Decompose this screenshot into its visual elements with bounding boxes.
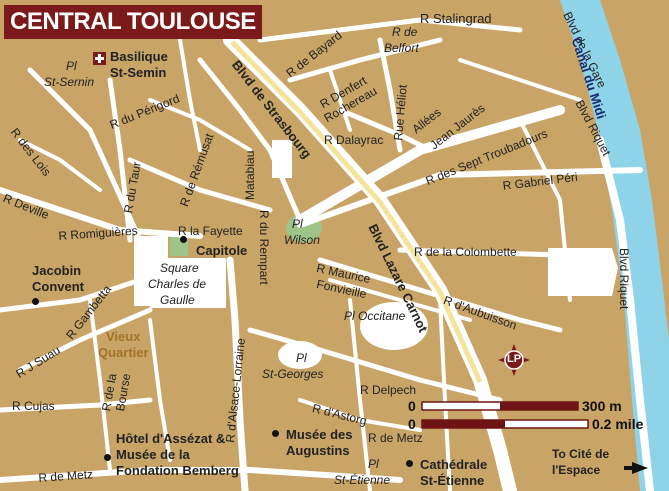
square-label-st-sernin-1: Pl — [66, 59, 77, 73]
street-label-de-metz-left: R de Metz — [37, 467, 94, 485]
landmark-label-capitole: Capitole — [196, 243, 248, 258]
landmark-label-augustins-2: Augustins — [286, 443, 350, 458]
street-network — [0, 17, 654, 491]
landmark-dot-icon — [406, 460, 413, 467]
landmark-label-assezat-1: Hôtel d'Assézat & — [116, 431, 226, 446]
square-label-charles-de-gaulle-2: Charles de — [148, 277, 207, 291]
square-label-st-sernin-2: St-Sernin — [44, 75, 95, 89]
square-label-wilson-2: Wilson — [284, 233, 320, 247]
scale-bar-meters-fill — [500, 402, 578, 410]
square-label-charles-de-gaulle-1: Square — [160, 261, 199, 275]
street-label-cujas: R Cujas — [12, 399, 55, 413]
street-label-stalingrad: R Stalingrad — [420, 11, 492, 26]
square-label-occitane: Pl Occitane — [344, 309, 406, 323]
square-label-wilson-1: Pl — [292, 217, 303, 231]
square-label-st-georges-2: St-Georges — [262, 367, 324, 381]
scale-bar-miles-fill — [422, 420, 505, 428]
landmark-dot-icon — [180, 236, 187, 243]
scale-zero-bottom: 0 — [408, 416, 416, 432]
church-icon — [93, 52, 106, 65]
scale-miles-label: 0.2 mile — [592, 416, 644, 432]
scale-meters-label: 300 m — [582, 398, 622, 414]
occitane-plaza — [360, 302, 428, 350]
canal-du-midi-water — [560, 0, 669, 491]
street-label-belfort-2: Belfort — [384, 41, 419, 55]
landmark-label-basilique-1: Basilique — [110, 49, 168, 64]
street-label-la-fayette: R la Fayette — [178, 224, 243, 238]
square-label-charles-de-gaulle-3: Gaulle — [160, 293, 195, 307]
landmark-label-jacobin-1: Jacobin — [32, 263, 82, 278]
street-label-colombette: R de la Colombette — [414, 245, 517, 259]
landmark-label-basilique-2: St-Semin — [110, 65, 167, 80]
compass-icon — [498, 344, 530, 376]
street-label-riquet-right: Blvd Riquet — [617, 248, 631, 310]
street-label-delpech: R Delpech — [360, 383, 417, 397]
landmark-dot-icon — [272, 430, 279, 437]
street-label-rempart-1: R du Rempart — [257, 210, 271, 285]
landmark-label-assezat-2: Musée de la — [116, 447, 190, 462]
street-label-rempart-2: Matabiau — [243, 150, 257, 200]
map-title: CENTRAL TOULOUSE — [4, 5, 262, 39]
landmark-label-jacobin-2: Convent — [32, 279, 84, 294]
landmark-dot-icon — [32, 298, 39, 305]
landmark-label-assezat-3: Fondation Bemberg — [116, 463, 239, 478]
landmark-label-cite-1: To Cité de — [552, 447, 610, 461]
scale-zero-top: 0 — [408, 398, 416, 414]
district-label-vieux-2: Quartier — [98, 345, 149, 360]
street-label-de-metz-right: R de Metz — [368, 431, 423, 445]
landmark-label-cathedrale-2: St-Étienne — [420, 473, 485, 488]
boulevard-highlight — [230, 40, 483, 384]
square-label-st-etienne-1: Pl — [368, 457, 379, 471]
square-label-st-etienne-2: St-Étienne — [334, 473, 391, 487]
landmark-label-augustins-1: Musée des — [286, 427, 353, 442]
square-charles-de-gaulle — [150, 258, 226, 308]
compass-letters: LP — [507, 353, 522, 365]
arrow-right-icon — [624, 462, 648, 474]
street-label-dalayrac: R Dalayrac — [324, 133, 384, 147]
landmark-label-cite-2: l'Espace — [552, 463, 601, 477]
district-label-vieux-1: Vieux — [106, 329, 141, 344]
landmark-dot-icon — [104, 454, 111, 461]
street-label-belfort-1: R de — [392, 25, 418, 39]
landmark-label-cathedrale-1: Cathédrale — [420, 457, 488, 472]
square-label-st-georges-1: Pl — [296, 351, 307, 365]
